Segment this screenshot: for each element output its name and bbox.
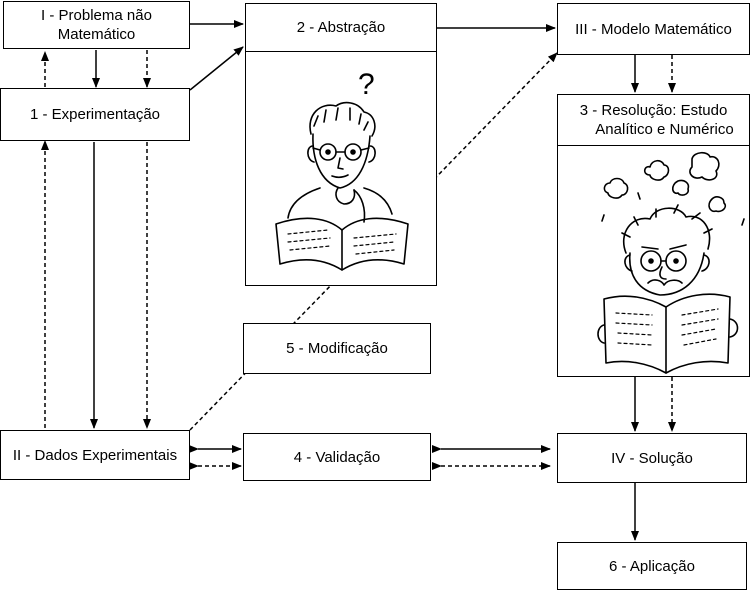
node-experimentacao-label: 1 - Experimentação — [29, 106, 161, 123]
node-resolucao-line2: Analítico e Numérico — [595, 121, 734, 138]
node-resolucao-line1: 3 - Resolução: Estudo — [579, 102, 728, 119]
node-modelo-matematico: III - Modelo Matemático — [557, 3, 750, 55]
thinking-reader-icon: ? — [275, 68, 409, 271]
node-dados-experimentais: II - Dados Experimentais — [0, 430, 190, 480]
node-modificacao-label: 5 - Modificação — [286, 340, 388, 357]
arrow-experimentacao-abstracao — [189, 46, 244, 91]
node-abstracao: 2 - Abstração — [245, 3, 437, 286]
question-mark: ? — [358, 68, 375, 101]
node-experimentacao: 1 - Experimentação — [0, 88, 190, 141]
node-aplicacao: 6 - Aplicação — [557, 542, 747, 590]
node-problema-line1: I - Problema não — [41, 7, 152, 24]
node-modificacao: 5 - Modificação — [243, 323, 431, 374]
node-dados-label: II - Dados Experimentais — [12, 446, 178, 464]
node-resolucao: 3 - Resolução: Estudo Analítico e Numéri… — [557, 94, 750, 377]
node-abstracao-header: 2 - Abstração — [246, 4, 436, 52]
node-problema-nao-matematico: I - Problema não Matemático — [3, 1, 190, 49]
node-validacao-label: 4 - Validação — [293, 448, 381, 466]
node-aplicacao-label: 6 - Aplicação — [609, 557, 695, 575]
node-modelo-label: III - Modelo Matemático — [575, 20, 732, 38]
node-solucao-label: IV - Solução — [611, 449, 693, 467]
node-validacao: 4 - Validação — [243, 433, 431, 481]
node-resolucao-header: 3 - Resolução: Estudo Analítico e Numéri… — [558, 95, 749, 146]
node-problema-line2: Matemático — [57, 26, 136, 43]
node-solucao: IV - Solução — [557, 433, 747, 483]
scientist-reading-icon — [597, 151, 745, 374]
node-abstracao-label: 2 - Abstração — [296, 19, 386, 36]
